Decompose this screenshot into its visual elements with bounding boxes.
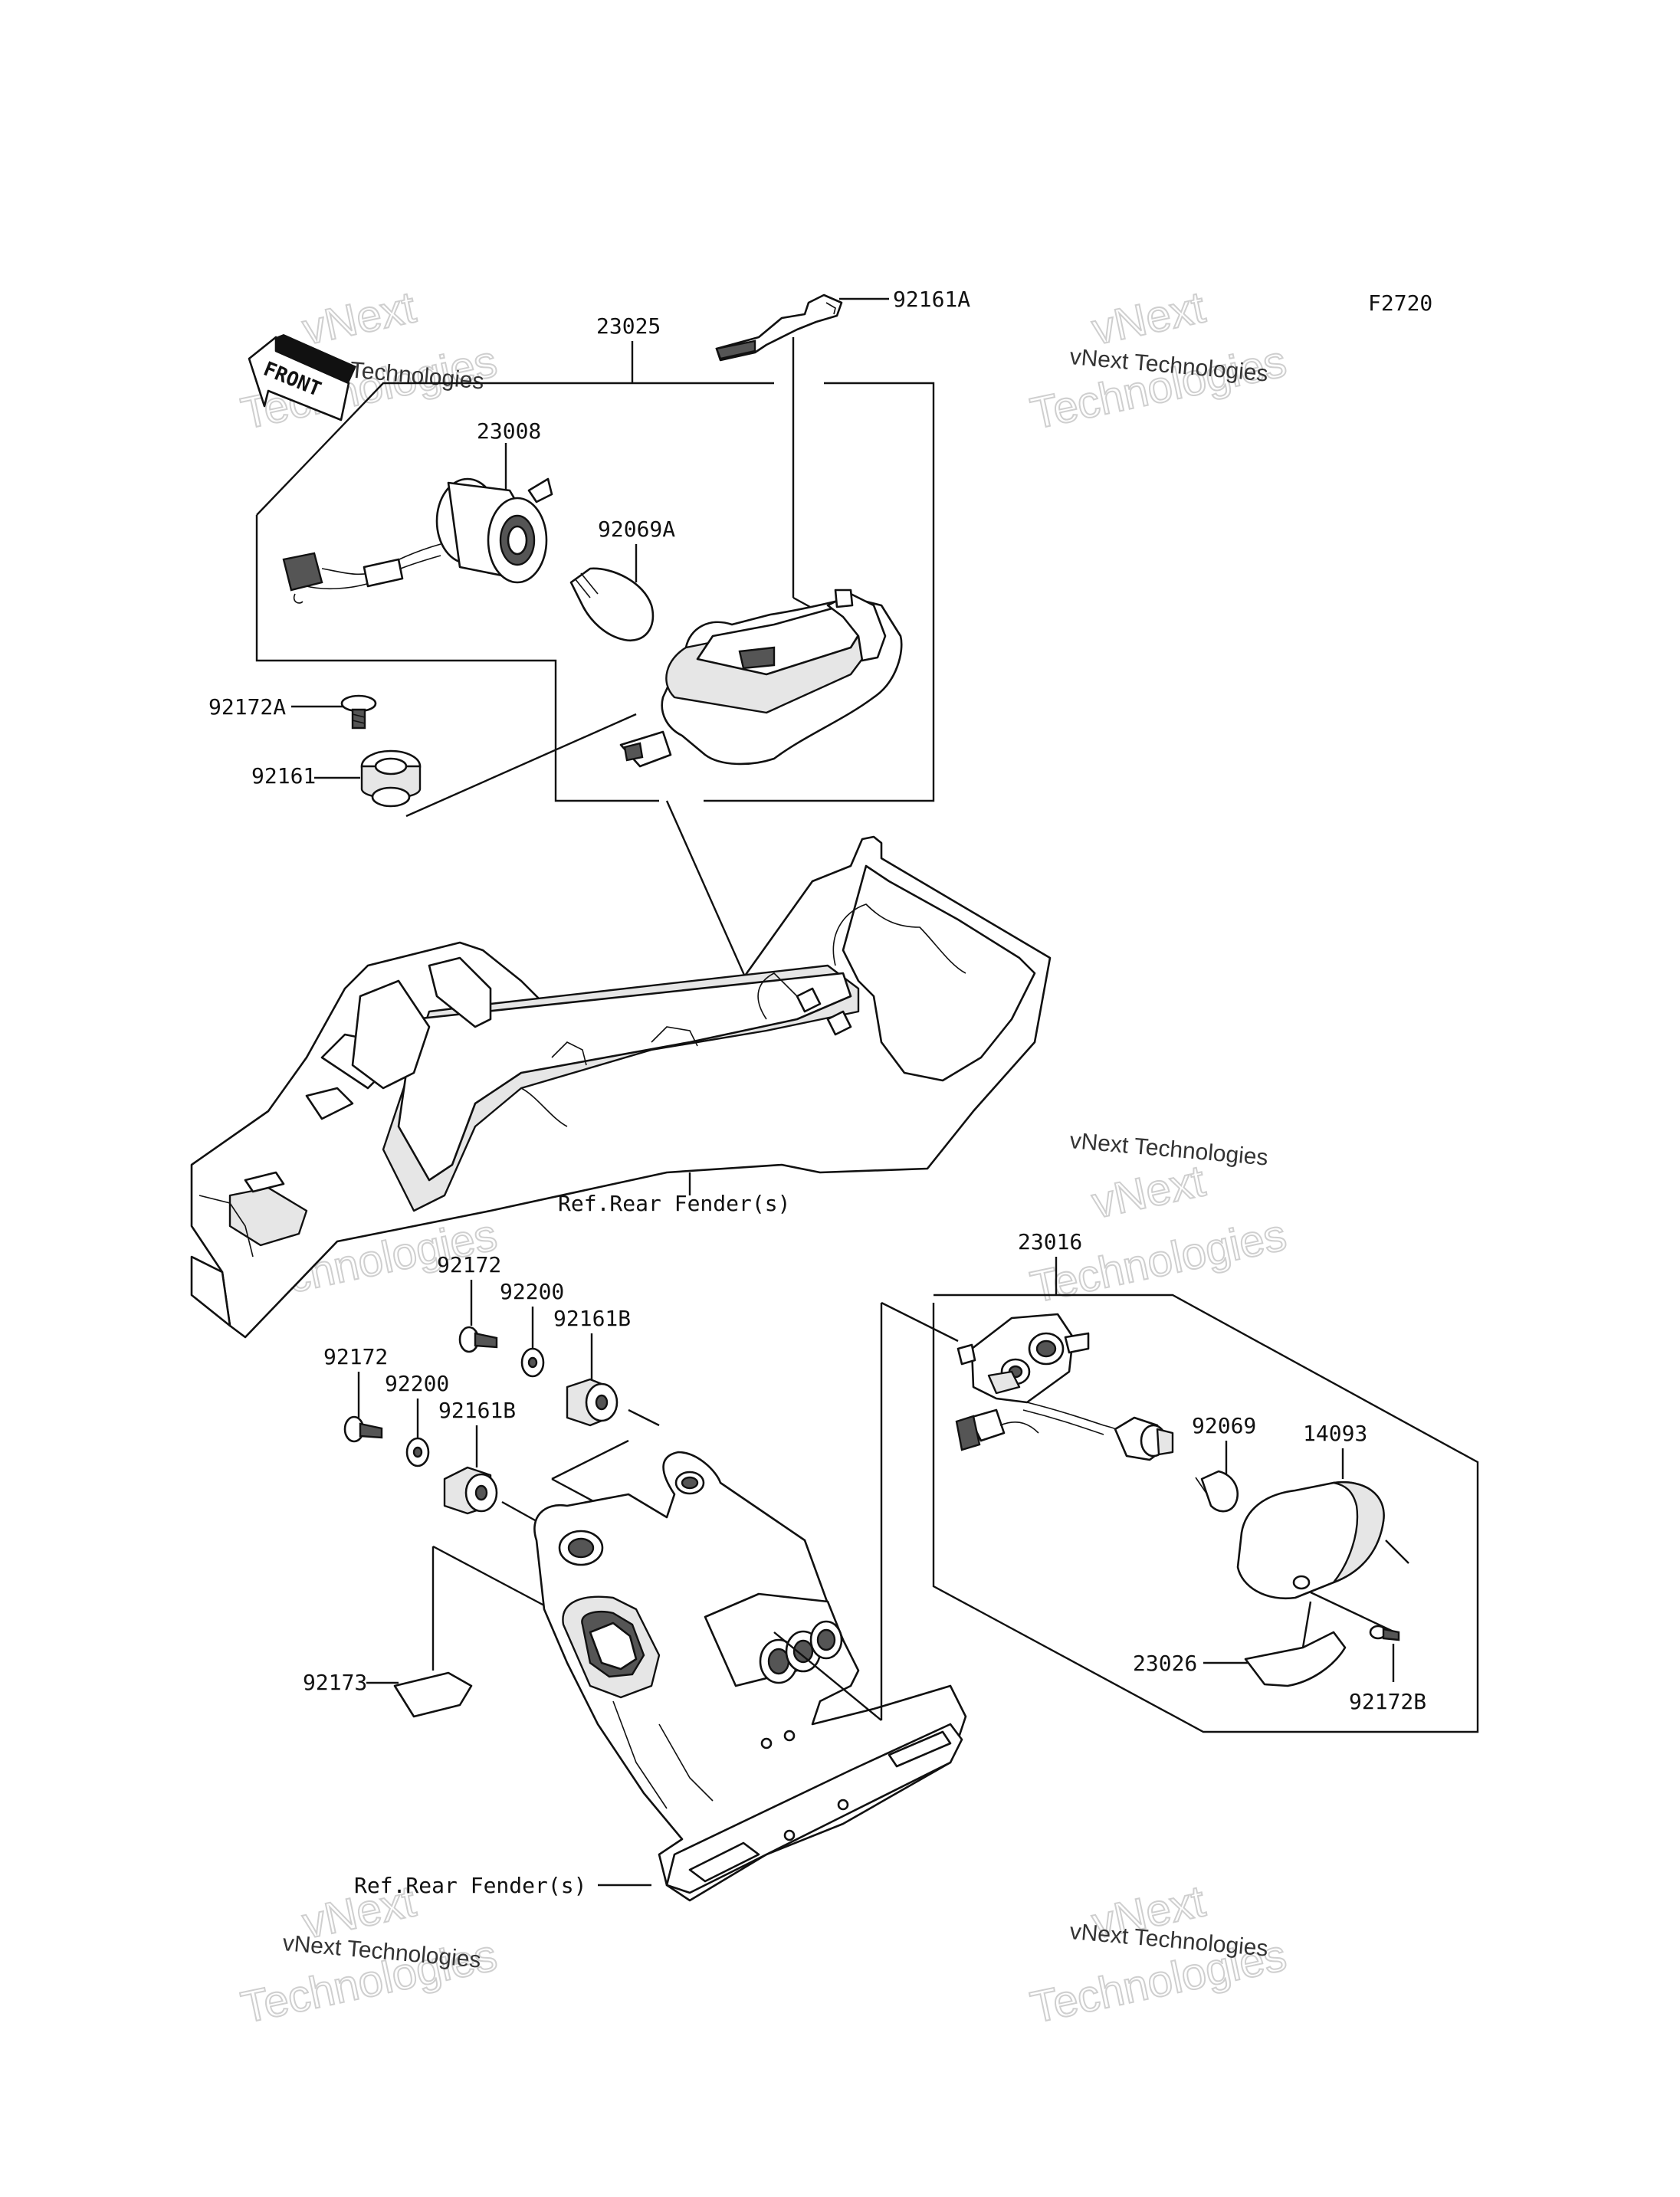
license-light-base <box>955 1313 1131 1451</box>
lens-14093: 14093 <box>1236 1421 1409 1634</box>
label-14093: 14093 <box>1303 1421 1367 1446</box>
watermark-big-word: vNext <box>298 282 420 354</box>
grommet-92161b-1: 92161B <box>553 1306 660 1427</box>
grommet-92161a: 92161A <box>715 287 970 622</box>
label-23016: 23016 <box>1018 1229 1082 1254</box>
watermark-bottom-left: vNext Technologies vNext Technologies <box>236 1875 502 2033</box>
grommet-92161: 92161 <box>251 713 637 818</box>
rear-fender-upper: Ref.Rear Fender(s) <box>190 835 1052 1339</box>
washer-92200-2: 92200 <box>385 1371 449 1467</box>
label-23025: 23025 <box>596 313 661 339</box>
screw-92172b: 92172B <box>1349 1625 1426 1714</box>
screw-92172-1: 92172 <box>437 1252 501 1353</box>
watermark-bottom-right: vNext Technologies vNext Technologies <box>1025 1875 1291 2033</box>
label-92161: 92161 <box>251 763 316 789</box>
washer-92200-1: 92200 <box>500 1279 564 1378</box>
label-92069: 92069 <box>1192 1413 1256 1438</box>
label-92172a: 92172A <box>208 694 286 720</box>
label-92161a: 92161A <box>893 287 970 312</box>
screw-92172-2: 92172 <box>323 1344 388 1443</box>
label-ref-rear-fender-1: Ref.Rear Fender(s) <box>558 1191 790 1216</box>
label-92161b-2: 92161B <box>438 1398 516 1423</box>
screw-92172a: 92172A <box>208 694 377 730</box>
watermark-big-word: vNext <box>1088 282 1209 354</box>
bulb-92069: 92069 <box>1192 1413 1256 1513</box>
pad-92173: 92173 <box>303 1545 545 1718</box>
label-ref-rear-fender-2: Ref.Rear Fender(s) <box>354 1873 586 1898</box>
license-bracket: Ref.Rear Fender(s) <box>354 1439 967 1902</box>
license-light-socket <box>1114 1416 1174 1461</box>
group-23016-outline: 23016 <box>880 1229 1479 1733</box>
label-23008: 23008 <box>477 418 541 444</box>
figure-code: F2720 <box>1368 290 1432 316</box>
label-92173: 92173 <box>303 1670 367 1695</box>
watermark-mid-right: vNext Technologies vNext Technologies <box>1025 1128 1291 1313</box>
front-arrow-icon: FRONT <box>248 334 356 421</box>
watermark-top-right: vNext Technologies vNext Technologies <box>1025 281 1291 439</box>
label-92172b: 92172B <box>1349 1689 1426 1714</box>
label-92161b-1: 92161B <box>553 1306 631 1331</box>
label-92069a: 92069A <box>598 516 675 542</box>
label-92172-2: 92172 <box>323 1344 388 1369</box>
turn-signal-housing <box>619 589 903 1043</box>
label-23026: 23026 <box>1133 1651 1197 1676</box>
watermark-big-word: Technologies <box>1026 1210 1291 1313</box>
label-92200-2: 92200 <box>385 1371 449 1396</box>
bulb-92069a: 92069A <box>569 516 675 642</box>
watermark-big-word: vNext <box>1088 1156 1209 1228</box>
label-92172-1: 92172 <box>437 1252 501 1277</box>
grommet-92161b-2: 92161B <box>438 1398 537 1523</box>
group-23025-outline: 23025 <box>255 313 935 802</box>
reflector-23026: 23026 <box>1133 1601 1347 1687</box>
socket-23008: 23008 <box>282 418 553 604</box>
label-92200-1: 92200 <box>500 1279 564 1304</box>
